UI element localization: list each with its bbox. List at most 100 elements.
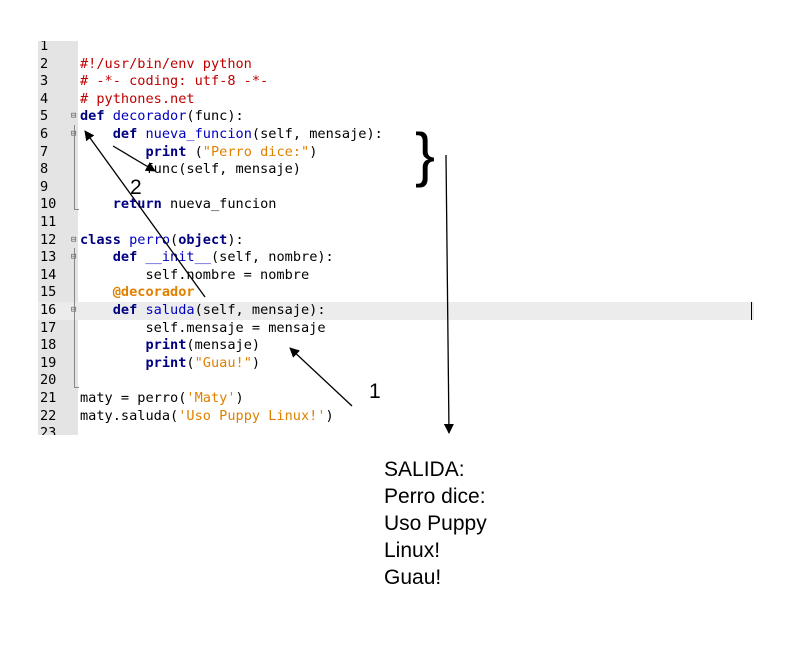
code-token: nueva_funcion [145,126,252,142]
code-line[interactable]: 16⊟ def saluda(self, mensaje): [38,302,754,320]
code-line[interactable]: 11 [38,214,754,232]
code-line[interactable]: 12⊟class perro(object): [38,232,754,250]
code-token: ( [186,354,195,371]
code-token: "Guau!" [194,354,252,371]
line-number: 7 [40,143,49,160]
fold-toggle-icon[interactable]: ⊟ [71,126,76,144]
code-token: ) [235,390,244,406]
code-token: func(self, mensaje) [80,161,301,178]
code-token: def [112,249,138,266]
code-token: ( [186,143,203,160]
code-token: #!/usr/bin/env python [80,55,252,72]
code-line[interactable]: 23 [38,425,754,435]
code-line[interactable]: 22 maty.saluda('Uso Puppy Linux!') [38,408,754,426]
text-cursor [751,302,752,320]
code-text: #!/usr/bin/env python [80,56,252,74]
code-line[interactable]: 9 [38,179,754,197]
code-token: print [145,354,187,371]
code-token: # -*- coding: utf-8 -*- [80,73,269,90]
line-number: 13 [40,249,57,266]
code-area[interactable] [78,41,754,435]
fold-end-perro [74,387,79,388]
code-token: print [145,337,187,354]
code-text: self.nombre = nombre [80,267,309,285]
code-line[interactable]: 3 # -*- coding: utf-8 -*- [38,73,754,91]
line-number: 18 [40,337,57,354]
line-number: 16 [40,302,57,318]
code-token: (self, mensaje): [251,126,383,142]
code-text: def nueva_funcion(self, mensaje): [80,126,383,144]
fold-guide-decorador [74,125,75,209]
code-token: maty.saluda( [80,407,179,424]
code-token: maty = perro( [80,390,187,406]
line-number: 2 [40,55,49,72]
code-line[interactable]: 5⊟def decorador(func): [38,108,754,126]
line-number: 5 [40,108,49,125]
code-text: print ("Perro dice:") [80,144,317,162]
fold-toggle-icon[interactable]: ⊟ [71,302,76,320]
code-token: object [178,231,228,248]
code-token: 'Maty' [186,390,236,406]
code-token: (self, mensaje): [194,302,326,318]
code-token: class [80,231,121,248]
code-line[interactable]: 20 [38,372,754,390]
code-text: maty = perro('Maty') [80,390,244,408]
line-number: 19 [40,354,57,371]
line-number: 3 [40,73,49,90]
line-number: 8 [40,161,49,178]
line-number: 21 [40,390,57,406]
code-line[interactable]: 18 print(mensaje) [38,337,754,355]
code-token: ) [325,407,334,424]
output-line-uso-puppy: Uso Puppy [384,512,487,535]
code-line[interactable]: 15 @decorador [38,284,754,302]
code-text: class perro(object): [80,232,244,250]
line-number: 4 [40,90,49,107]
code-line[interactable]: 6 ⊟ def nueva_funcion(self, mensaje): [38,126,754,144]
line-number: 6 [40,126,49,142]
code-token: self.mensaje = mensaje [80,319,326,336]
code-line[interactable]: 19 print("Guau!") [38,355,754,373]
code-text: def __init__(self, nombre): [80,249,334,267]
code-text: print(mensaje) [80,337,260,355]
code-token: def [112,126,138,142]
code-token: decorador [112,108,187,125]
annotation-brace: } [415,121,435,188]
code-line[interactable]: 1 [38,41,754,56]
code-text: maty.saluda('Uso Puppy Linux!') [80,408,334,426]
line-number: 20 [40,372,57,389]
code-line[interactable]: 13 ⊟ def __init__(self, nombre): [38,249,754,267]
line-number: 15 [40,284,57,301]
code-token: ) [251,354,261,371]
code-token: ) [309,143,318,160]
code-text: @decorador [80,284,195,302]
fold-toggle-icon[interactable]: ⊟ [71,111,77,122]
fold-end-decorador [74,209,79,210]
line-number: 22 [40,407,57,424]
code-token: __init__ [145,249,211,266]
fold-toggle-icon[interactable]: ⊟ [71,249,76,267]
code-token: (self, nombre): [210,249,334,266]
fold-toggle-icon[interactable]: ⊟ [71,234,77,245]
code-line[interactable]: 14 self.nombre = nombre [38,267,754,285]
code-line[interactable]: 7 print ("Perro dice:") [38,144,754,162]
code-line[interactable]: 21 maty = perro('Maty') [38,390,754,408]
arrow-call-to-print [289,347,353,407]
arrow-def-to-func-call [112,145,156,172]
code-line[interactable]: 8 func(self, mensaje) [38,161,754,179]
code-token: perro [129,231,171,248]
code-line[interactable]: 17 self.mensaje = mensaje [38,320,754,338]
code-line[interactable]: 4# pythones.net [38,91,754,109]
line-number: 10 [40,196,57,213]
line-number: 1 [40,41,49,54]
code-token: (mensaje) [186,337,261,354]
line-number: 9 [40,178,49,195]
annotation-label-2: 2 [130,176,142,199]
code-token: @decorador [112,284,195,301]
code-token: def [80,108,105,125]
line-number: 14 [40,266,57,283]
line-number: 17 [40,319,57,336]
code-line[interactable]: 2 #!/usr/bin/env python [38,56,754,74]
code-text: self.mensaje = mensaje [80,319,326,338]
output-line-salida: SALIDA: [384,458,465,481]
